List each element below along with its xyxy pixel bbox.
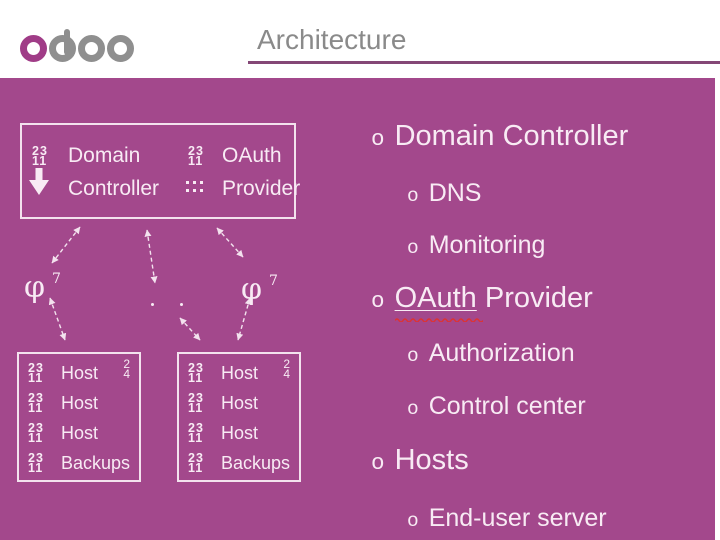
title-underline <box>248 61 720 64</box>
odoo-logo <box>20 22 134 62</box>
count-badge: 2 4 <box>123 357 130 381</box>
list-bullet: o <box>371 450 385 476</box>
list-bullet: o <box>407 237 419 259</box>
connector-arrows <box>48 226 252 341</box>
server-glyph-icon: 23 11 <box>32 144 48 168</box>
outline-item-oauth-provider: o OAuth Provider <box>371 282 593 322</box>
controller-provider-box: 23 11 Domain Controller 23 11 OAuth Prov… <box>20 123 300 219</box>
slide-title: Architecture <box>257 24 407 55</box>
outline-item-domain-controller: o Domain Controller <box>371 120 629 152</box>
server-glyph-icon: 23 11 <box>188 144 204 168</box>
connector-dot <box>151 303 154 306</box>
connector-dot <box>180 303 183 306</box>
ellipsis-dots-icon <box>186 181 203 192</box>
slide-body: 23 11 Domain Controller 23 11 OAuth Prov… <box>0 78 720 540</box>
logo-letter-o-icon <box>107 35 134 62</box>
slide-header: Architecture <box>0 0 720 78</box>
outline-item-hosts: o Hosts <box>371 444 469 476</box>
spellcheck-squiggle-icon <box>394 318 483 322</box>
list-bullet: o <box>407 510 419 532</box>
list-bullet: o <box>407 185 419 207</box>
domain-controller-label: Domain Controller <box>68 144 160 200</box>
list-bullet: o <box>371 126 385 152</box>
list-bullet: o <box>371 288 385 314</box>
outline-item-dns: o DNS <box>407 179 482 207</box>
logo-letter-d-icon <box>49 29 76 62</box>
logo-letter-o-icon <box>78 35 105 62</box>
outline-item-control-center: o Control center <box>407 392 586 420</box>
misspelled-word: OAuth <box>394 282 483 322</box>
list-bullet: o <box>407 398 419 420</box>
outline-item-monitoring: o Monitoring <box>407 231 546 259</box>
outline-item-authorization: o Authorization <box>407 339 575 367</box>
outline-item-end-user-server: o End-user server <box>407 504 607 532</box>
down-arrow-icon <box>29 168 49 195</box>
logo-letter-o-icon <box>20 35 47 62</box>
list-bullet: o <box>407 345 419 367</box>
oauth-provider-label: OAuth Provider <box>222 144 301 200</box>
right-margin <box>715 78 720 540</box>
count-badge: 2 4 <box>283 357 290 381</box>
